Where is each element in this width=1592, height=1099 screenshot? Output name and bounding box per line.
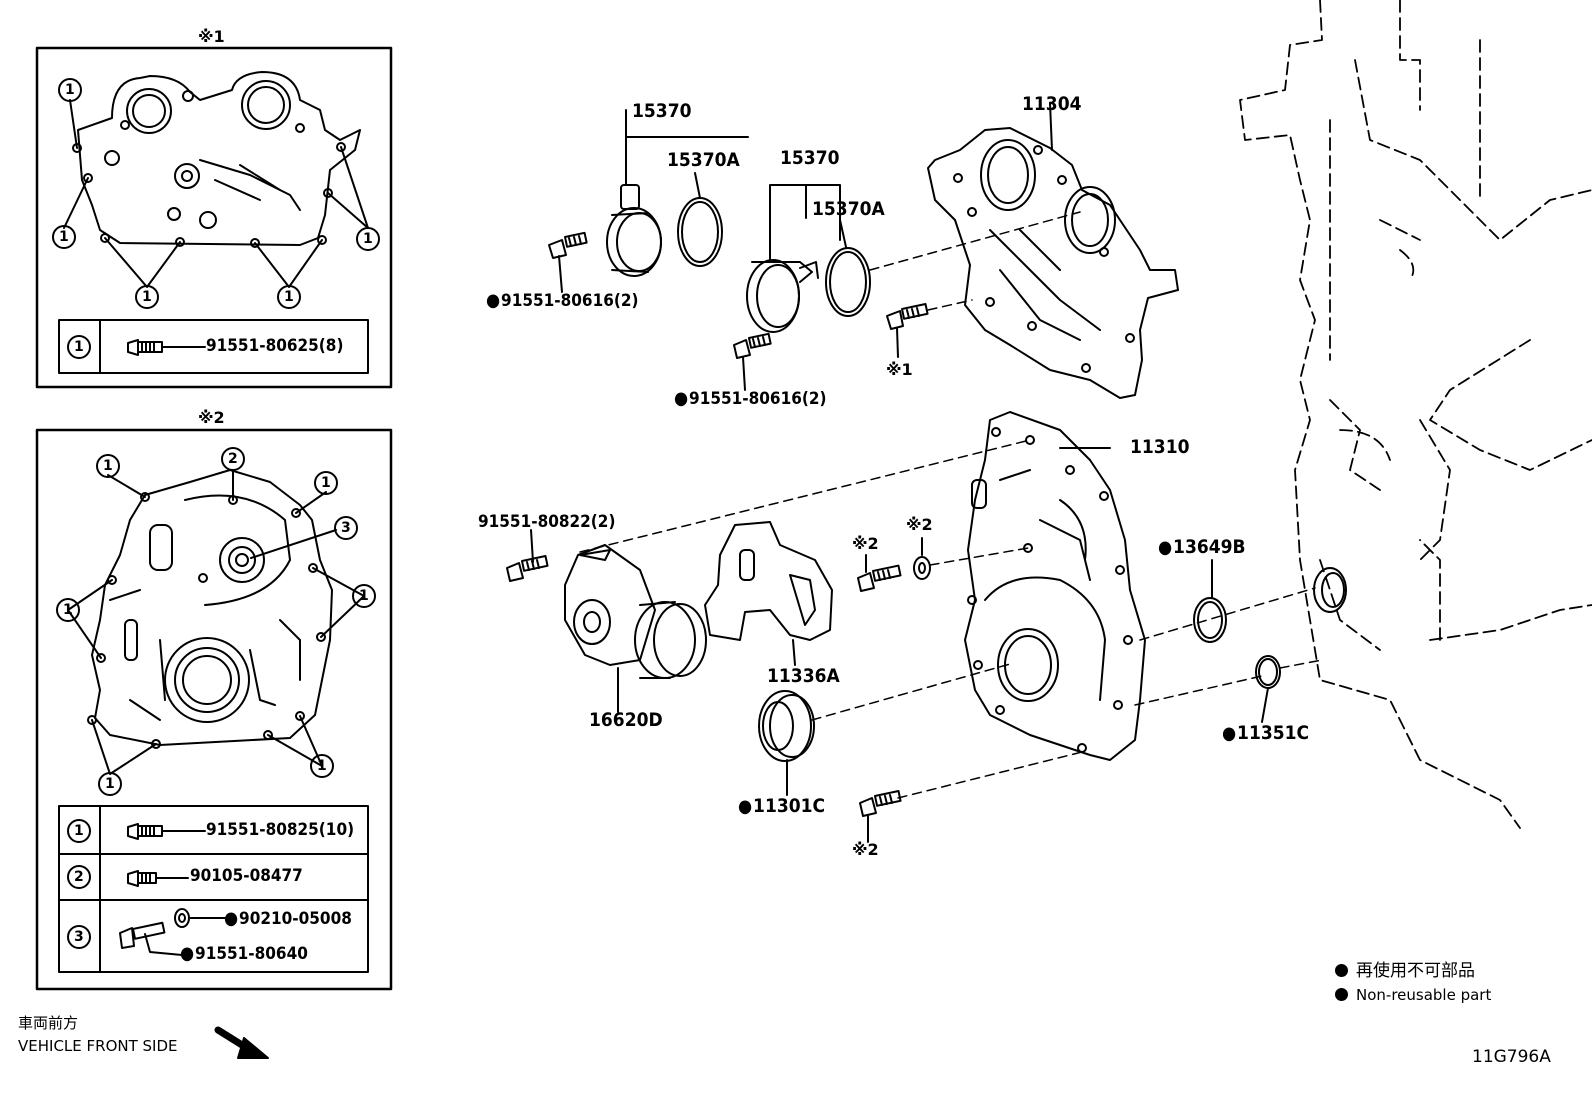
table-2-part-3b: 91551-80640 — [180, 945, 308, 963]
table-2-part-3a: 90210-05008 — [224, 910, 352, 928]
inset-1-title: ※1 — [198, 27, 225, 46]
timing-cover-outline-1 — [77, 71, 361, 246]
part-label-15370A-right: 15370A — [812, 198, 885, 220]
ref-2-marker-b: ※2 — [906, 515, 933, 534]
assembly-lines — [579, 211, 1323, 799]
tensioner-16620D — [564, 544, 707, 713]
inset-box-1 — [35, 46, 393, 389]
bolt-ref-1 — [886, 303, 929, 358]
part-label-15370-right: 15370 — [780, 147, 840, 169]
bolt-91551-80616-right — [733, 332, 772, 391]
o-ring-13649B — [1193, 559, 1227, 643]
bolt-holes-1 — [72, 142, 346, 248]
cam-timing-solenoid-left — [606, 109, 749, 277]
cam-timing-solenoid-right — [746, 184, 871, 333]
callout-1-d: 1 — [284, 289, 294, 305]
part-label-11301C: 11301C — [738, 797, 825, 816]
table-1-part: 91551-80625(8) — [206, 336, 344, 356]
legend-en: Non-reusable part — [1335, 988, 1491, 1003]
non-reusable-dot-icon — [1335, 988, 1348, 1001]
table-1-key: 1 — [74, 339, 84, 355]
timing-cover-11310 — [964, 411, 1146, 761]
drawing-id: 11G796A — [1472, 1047, 1551, 1067]
part-label-bolt-91551-80822: 91551-80822(2) — [478, 512, 616, 532]
part-label-15370A-left: 15370A — [667, 149, 740, 171]
table-2-key-1: 1 — [74, 823, 84, 839]
legend-jp: 再使用不可部品 — [1335, 963, 1475, 980]
callout-circles-1 — [52, 78, 380, 359]
ref-2-marker-c: ※2 — [852, 840, 879, 859]
ref-1-marker: ※1 — [886, 360, 913, 379]
callout-2-f: 1 — [359, 588, 369, 604]
engine-block-outline — [1239, 0, 1592, 829]
bolt-icon-1 — [127, 339, 206, 356]
callout-2-g: 1 — [105, 776, 115, 792]
bolt-91551-80822 — [506, 529, 549, 582]
ref-2-marker-a: ※2 — [852, 534, 879, 553]
non-reusable-dot-icon — [1335, 964, 1348, 977]
callout-circles-2 — [56, 447, 376, 949]
callout-2-h: 1 — [317, 758, 327, 774]
bolt-91551-80616-left — [548, 231, 588, 293]
timing-cover-11304 — [927, 102, 1179, 399]
callout-2-b: 2 — [228, 451, 238, 467]
vehicle-front-en: VEHICLE FRONT SIDE — [18, 1037, 178, 1055]
part-label-11336A: 11336A — [767, 665, 840, 687]
vehicle-front-jp: 車両前方 — [18, 1014, 79, 1032]
o-ring-11351C — [1255, 655, 1281, 723]
timing-cover-outline-2 — [91, 469, 333, 746]
part-label-13649B: 13649B — [1158, 538, 1246, 557]
table-2-part-1: 91551-80825(10) — [206, 820, 355, 840]
callout-1-b: 1 — [59, 229, 69, 245]
bolt-holes-2 — [87, 492, 326, 749]
bracket-11336A — [704, 521, 833, 666]
table-2-key-3: 3 — [74, 929, 84, 945]
callout-2-c: 1 — [321, 475, 331, 491]
bolt-ref-2-top — [857, 537, 931, 592]
part-label-bolt-91551-80616-b: 91551-80616(2) — [674, 390, 826, 408]
callout-1-a: 1 — [65, 82, 75, 98]
callout-1-c: 1 — [142, 289, 152, 305]
part-label-11304: 11304 — [1022, 93, 1082, 115]
part-label-11310: 11310 — [1130, 436, 1190, 458]
vehicle-front-arrow-icon — [214, 1026, 269, 1059]
part-label-15370-left: 15370 — [632, 100, 692, 122]
bolt-icons-2 — [119, 823, 226, 956]
oil-seal-11301C — [758, 690, 815, 796]
part-label-16620D: 16620D — [589, 709, 663, 731]
callout-2-d: 3 — [341, 520, 351, 536]
callout-2-e: 1 — [63, 602, 73, 618]
engine-seal-bore — [1313, 567, 1347, 613]
inset-2-title: ※2 — [198, 408, 225, 427]
callout-1-e: 1 — [363, 231, 373, 247]
callout-2-a: 1 — [103, 458, 113, 474]
table-2-key-2: 2 — [74, 869, 84, 885]
inset-box-2 — [35, 428, 393, 991]
part-label-bolt-91551-80616-a: 91551-80616(2) — [486, 292, 638, 310]
part-label-11351C: 11351C — [1222, 724, 1309, 743]
bolt-ref-2-bottom — [859, 790, 902, 843]
table-2-part-2: 90105-08477 — [190, 866, 303, 886]
